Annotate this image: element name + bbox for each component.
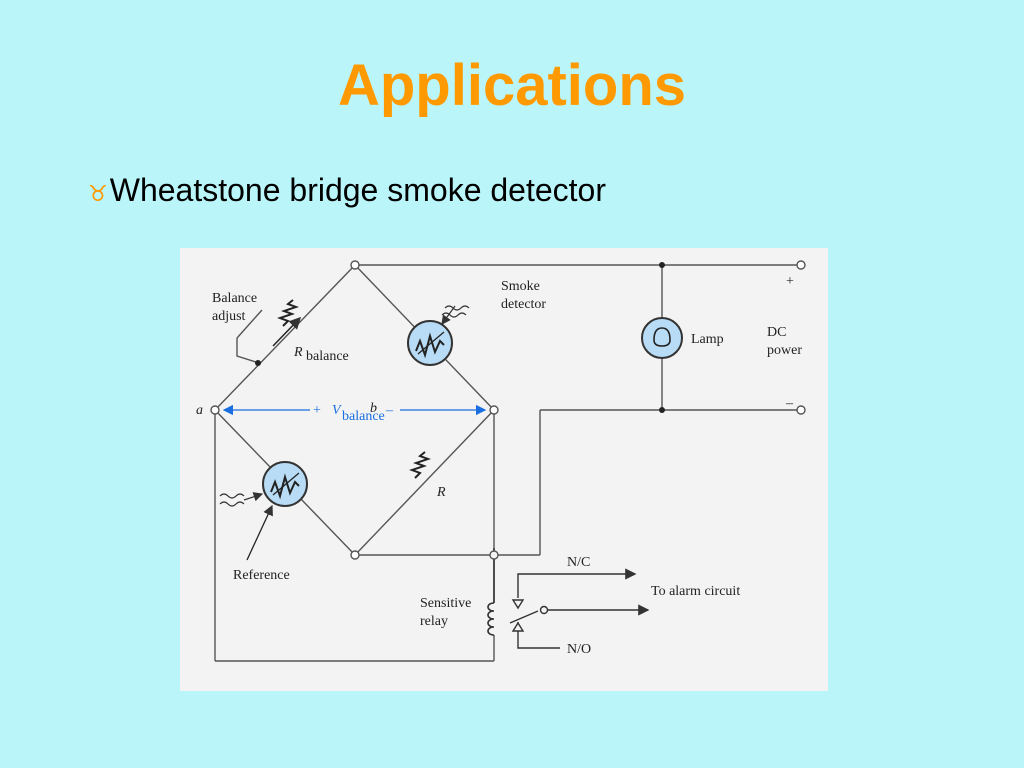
smoke-label-1: Smoke: [501, 279, 540, 294]
circuit-svg: Balance adjust R balance Smoke detector …: [196, 260, 806, 662]
v-label-bg: [310, 398, 400, 422]
v-sub-label: balance: [342, 409, 385, 424]
r-balance-sub-label: balance: [306, 349, 349, 364]
reference-photocell-icon: [262, 461, 308, 507]
v-minus-label: –: [385, 403, 394, 418]
nc-label: N/C: [567, 555, 590, 570]
smoke-label-2: detector: [501, 297, 546, 312]
sensitive-relay-label-2: relay: [420, 614, 448, 629]
relay-coil-icon: [487, 548, 495, 636]
no-label: N/O: [567, 642, 591, 657]
bullet-text: Wheatstone bridge smoke detector: [109, 172, 606, 208]
r-label: R: [436, 485, 446, 500]
balance-adjust-label-1: Balance: [212, 291, 257, 306]
junction-dots: [255, 262, 665, 413]
node-a-label: a: [196, 403, 203, 418]
reference-label: Reference: [233, 568, 290, 583]
r-balance-label: R: [293, 345, 303, 360]
smoke-detector-photocell-icon: [407, 320, 453, 366]
dc-label-1: DC: [767, 325, 786, 340]
reference-pointer: [246, 504, 273, 561]
slide-title: Applications: [337, 53, 687, 118]
alarm-circuit-label: To alarm circuit: [651, 584, 740, 599]
dc-label-2: power: [767, 343, 802, 358]
reference-light-rays-icon: [219, 492, 264, 507]
lamp-icon: [641, 317, 683, 359]
sensitive-relay-label-1: Sensitive: [420, 596, 471, 611]
r-resistor-icon: [409, 451, 431, 479]
wheatstone-circuit-diagram: Balance adjust R balance Smoke detector …: [180, 248, 828, 691]
balance-adjust-label-2: adjust: [212, 309, 246, 324]
node-b-label: b: [370, 401, 377, 416]
smoke-light-rays-icon: [441, 305, 470, 325]
v-plus-label: +: [313, 403, 321, 418]
bullet-item: ♉︎ Wheatstone bridge smoke detector: [88, 172, 606, 209]
minus-terminal-label: –: [785, 396, 794, 411]
r-balance-resistor-icon: [272, 299, 302, 347]
relay-crossover: [489, 550, 499, 560]
relay-switch-icon: [509, 568, 650, 649]
v-label: V: [332, 403, 342, 418]
taurus-bullet-icon: ♉︎: [88, 182, 108, 207]
lamp-label: Lamp: [691, 332, 724, 347]
plus-terminal-label: +: [786, 274, 794, 289]
circuit-wires: [214, 264, 797, 662]
terminals: [210, 260, 806, 560]
